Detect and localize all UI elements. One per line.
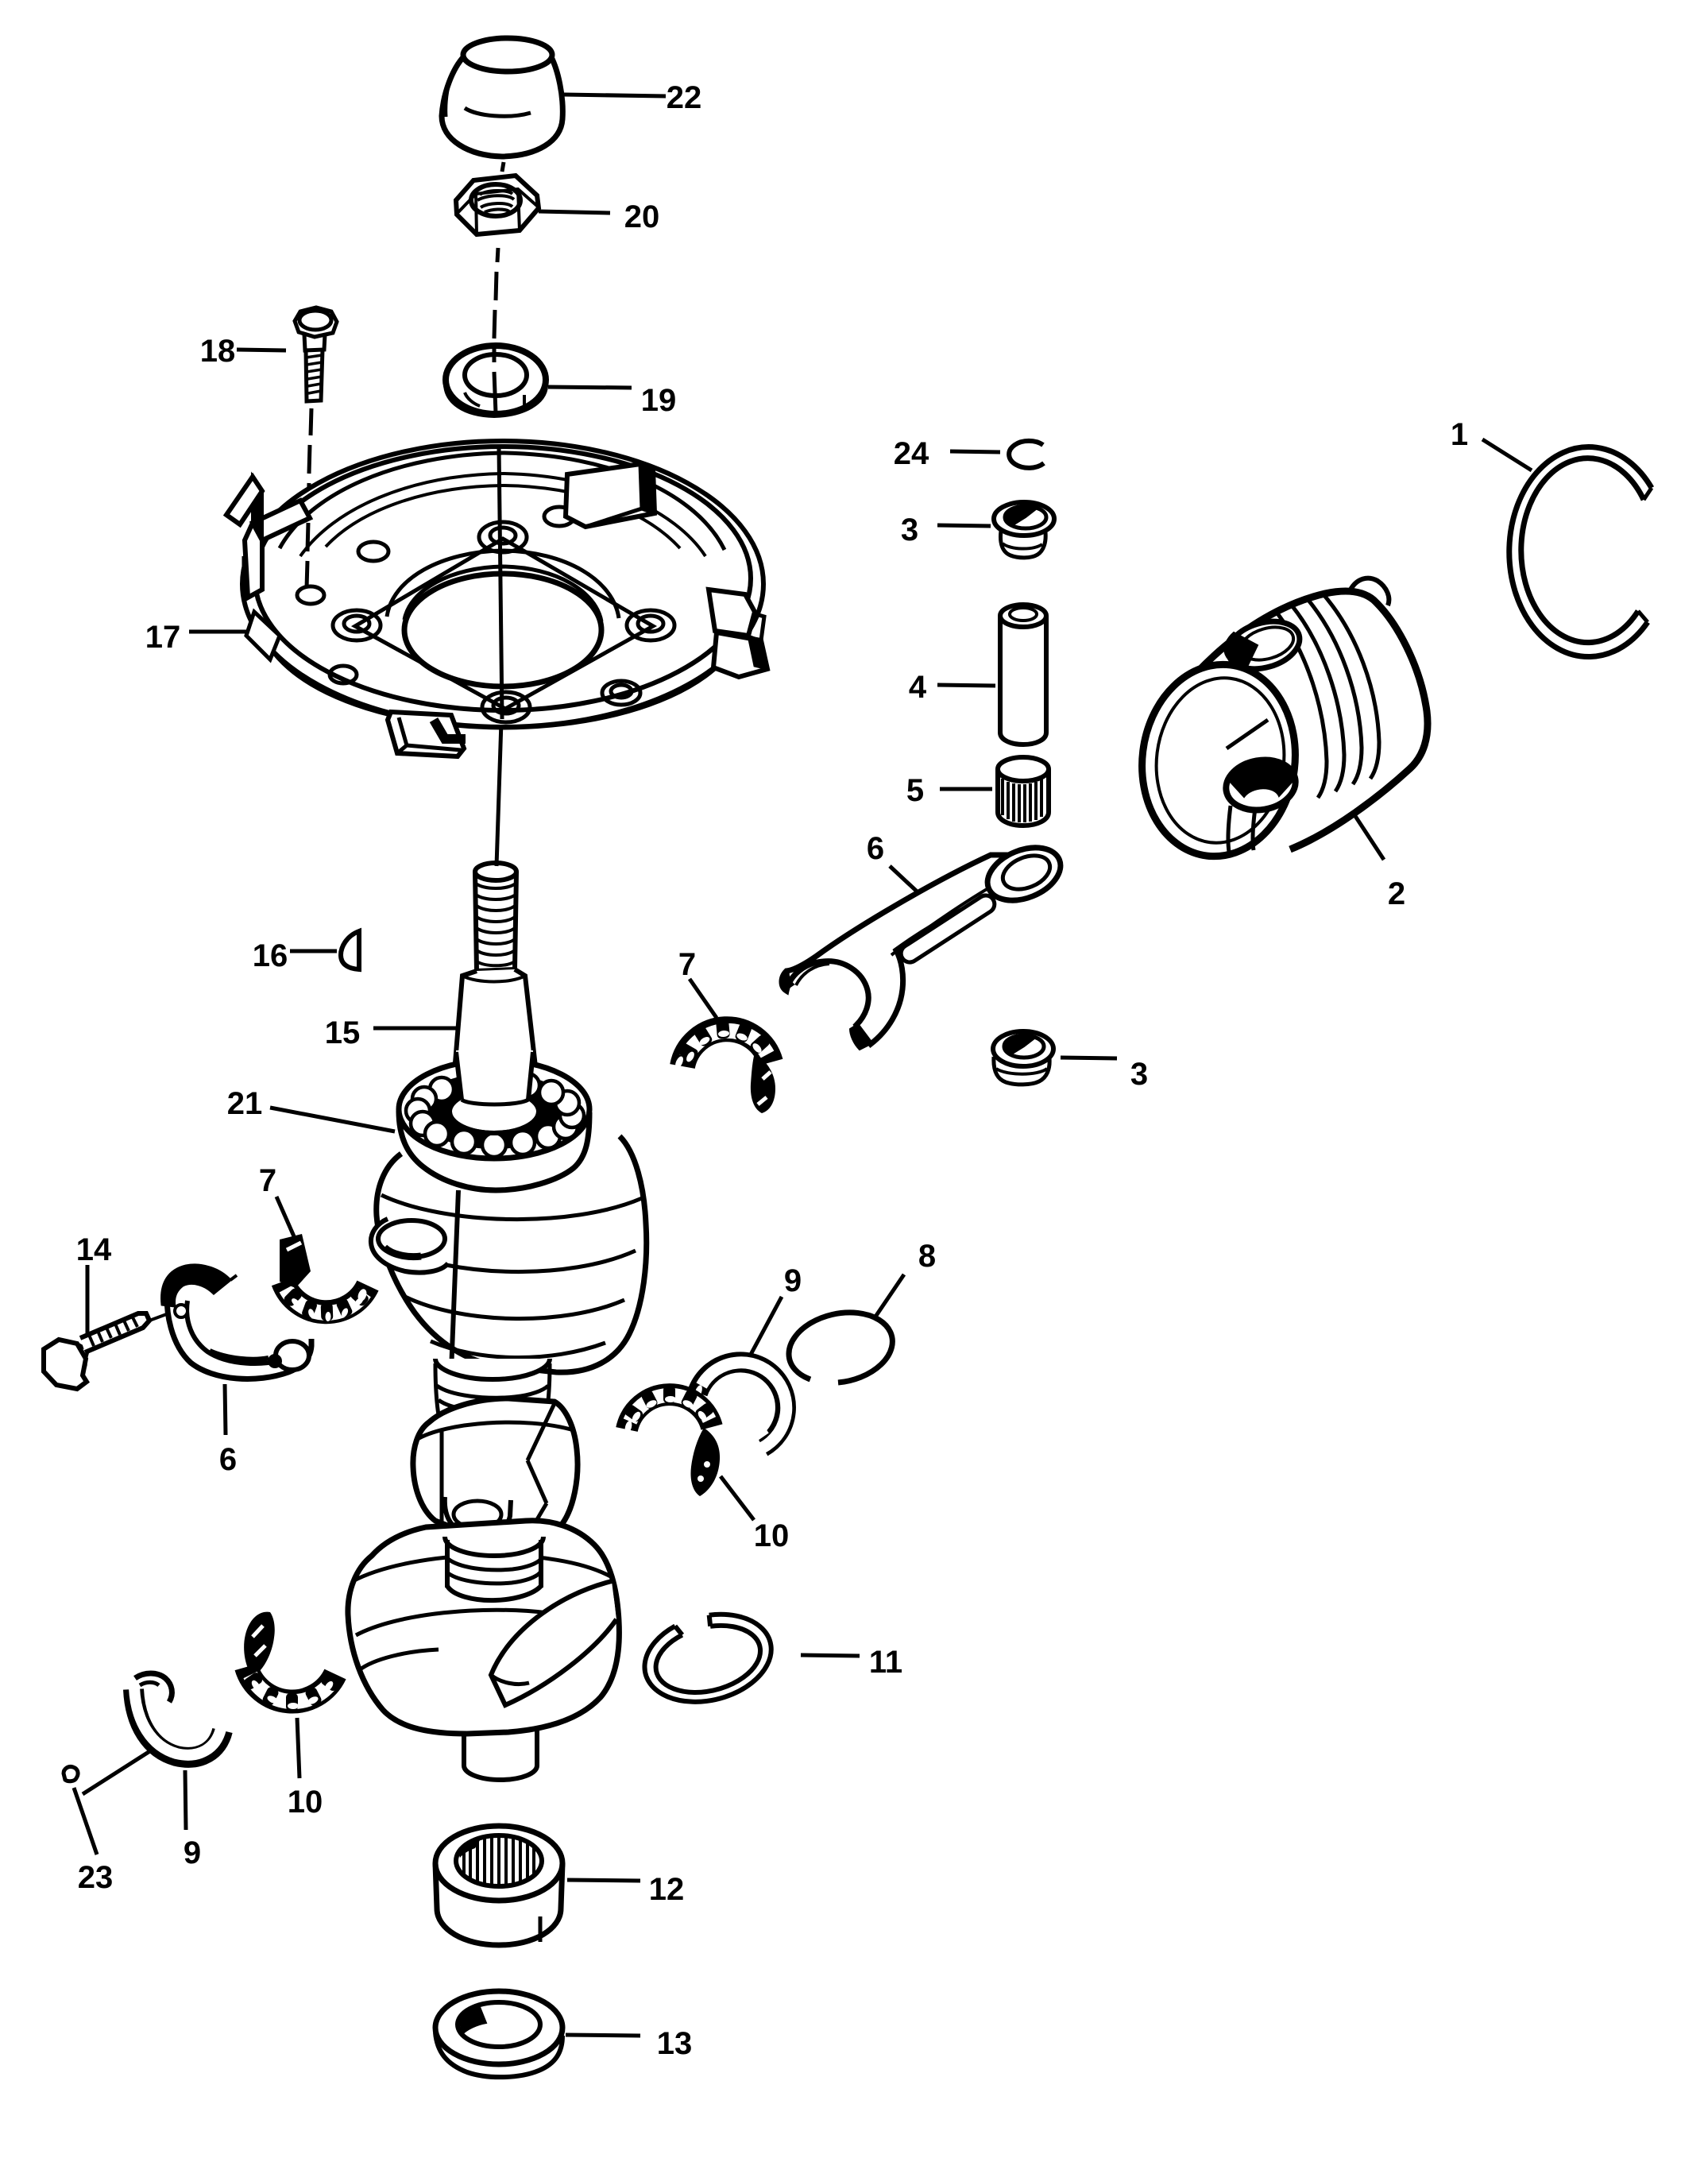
svg-text:19: 19 (641, 383, 677, 418)
svg-text:3: 3 (1130, 1057, 1148, 1092)
svg-text:7: 7 (259, 1163, 276, 1198)
svg-text:12: 12 (649, 1872, 685, 1907)
svg-text:10: 10 (754, 1518, 790, 1553)
svg-text:3: 3 (901, 512, 918, 547)
svg-text:14: 14 (76, 1232, 112, 1267)
svg-text:13: 13 (657, 2026, 693, 2061)
svg-text:8: 8 (918, 1239, 936, 1274)
svg-text:21: 21 (227, 1086, 263, 1121)
svg-text:23: 23 (78, 1860, 114, 1895)
svg-text:22: 22 (667, 80, 702, 115)
svg-text:11: 11 (869, 1645, 902, 1680)
svg-text:5: 5 (906, 773, 924, 808)
svg-text:4: 4 (909, 670, 927, 705)
svg-text:24: 24 (894, 436, 929, 471)
svg-text:18: 18 (200, 334, 236, 369)
svg-text:9: 9 (184, 1835, 201, 1870)
svg-text:16: 16 (253, 938, 288, 973)
svg-text:15: 15 (325, 1015, 361, 1050)
svg-text:20: 20 (624, 199, 660, 234)
svg-text:10: 10 (288, 1785, 323, 1820)
svg-text:2: 2 (1388, 876, 1405, 911)
svg-text:17: 17 (145, 620, 181, 655)
svg-text:6: 6 (219, 1442, 237, 1477)
svg-text:1: 1 (1451, 417, 1468, 452)
svg-text:9: 9 (784, 1263, 802, 1298)
svg-text:7: 7 (678, 947, 696, 982)
svg-text:6: 6 (867, 831, 884, 866)
